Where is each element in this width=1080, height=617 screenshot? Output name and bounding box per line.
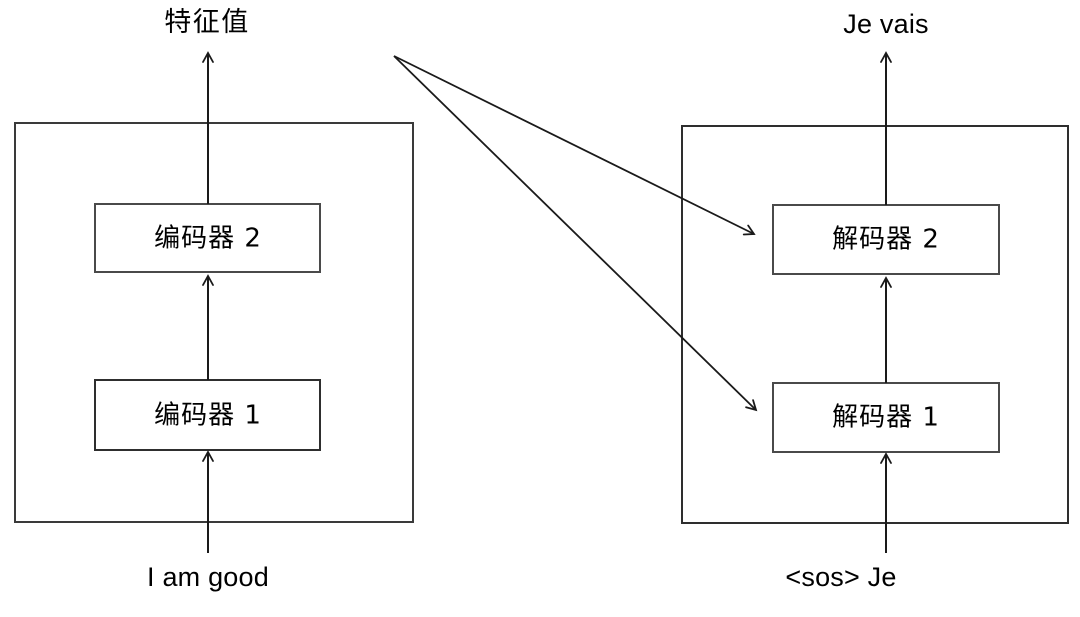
- encoder-to-decoder-1-arrow: [393, 55, 758, 412]
- decoder-2-box[interactable]: [772, 204, 1000, 275]
- encoder-output-label: 特征值: [164, 7, 250, 39]
- encoder-to-decoder-2-arrow: [393, 55, 756, 236]
- encoder-1-label: 编码器 1: [154, 400, 262, 431]
- encoder-1-box[interactable]: [94, 379, 321, 451]
- decoder-2-label: 解码器 2: [832, 224, 940, 255]
- encoder-container-box: [14, 122, 414, 523]
- encoder-2-box[interactable]: [94, 203, 321, 273]
- decoder-1-label: 解码器 1: [832, 402, 940, 433]
- encoder-2-label: 编码器 2: [154, 223, 262, 254]
- decoder-input-label: <sos> Je: [785, 562, 897, 593]
- decoder-container-box: [681, 125, 1069, 524]
- decoder-1-box[interactable]: [772, 382, 1000, 453]
- encoder-input-label: I am good: [147, 562, 269, 593]
- decoder-output-label: Je vais: [843, 9, 929, 40]
